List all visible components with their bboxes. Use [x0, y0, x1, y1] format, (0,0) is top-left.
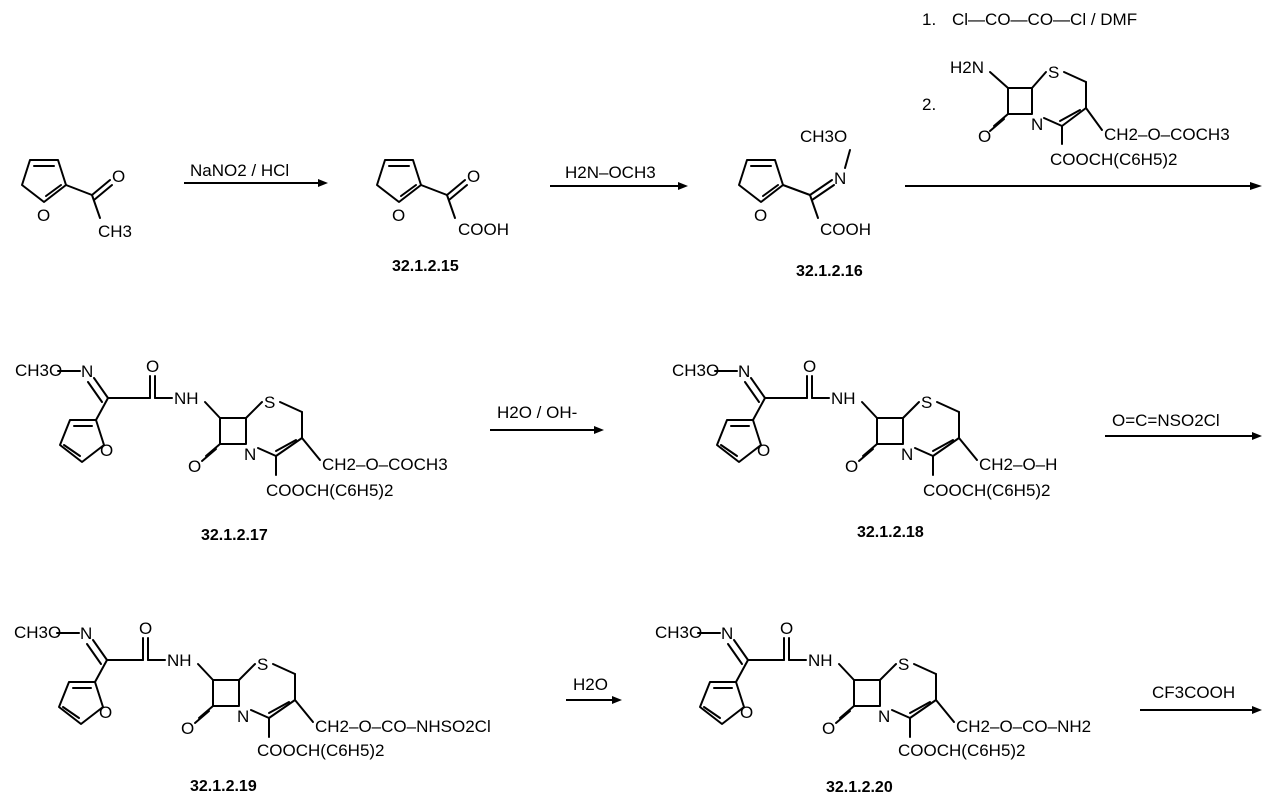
c17-och3: CH3O	[15, 361, 62, 380]
arrow-2: H2N–OCH3	[550, 163, 688, 190]
reagent-block-3: 1. Cl—CO—CO—Cl / DMF 2. H2N O S N CH2–O–…	[922, 10, 1230, 169]
c18-lactam-o: O	[845, 457, 858, 476]
c17-s: S	[264, 393, 275, 412]
compound-16-structure: N CH3O O COOH	[738, 127, 871, 239]
c17-amide-o: O	[146, 357, 159, 376]
c20-amide-o: O	[780, 619, 793, 638]
compound-label-20: 32.1.2.20	[826, 779, 893, 796]
amine-label: H2N	[950, 58, 984, 77]
compound-label-16: 32.1.2.16	[796, 263, 863, 280]
c17-side-chain: CH2–O–COCH3	[322, 455, 448, 474]
step-1-reagent: Cl—CO—CO—Cl / DMF	[952, 10, 1137, 29]
c19-nh: NH	[167, 651, 192, 670]
compound-label-15: 32.1.2.15	[392, 258, 459, 275]
c20-ester: COOCH(C6H5)2	[898, 741, 1026, 760]
c15-oxo: O	[467, 167, 480, 186]
c19-amide-o: O	[139, 619, 152, 638]
lactam-o: O	[978, 127, 991, 146]
c16-furan-o: O	[754, 206, 767, 225]
c17-nh: NH	[174, 389, 199, 408]
c16-n: N	[834, 169, 846, 188]
benzhydryl-ester: COOCH(C6H5)2	[1050, 150, 1178, 169]
arrow-6: H2O	[566, 675, 622, 704]
reagent-tfa: CF3COOH	[1152, 683, 1235, 702]
c16-och3: CH3O	[800, 127, 847, 146]
methyl-label: CH3	[98, 222, 132, 241]
c20-side-chain: CH2–O–CO–NH2	[956, 717, 1091, 736]
furan-o-label: O	[37, 206, 50, 225]
c18-ester: COOCH(C6H5)2	[923, 481, 1051, 500]
c19-n: N	[237, 707, 249, 726]
c18-furan-o: O	[757, 441, 770, 460]
c17-lactam-o: O	[188, 457, 201, 476]
arrow-5: O=C=NSO2Cl	[1105, 411, 1262, 440]
arrow-1: NaNO2 / HCl	[184, 161, 328, 187]
c18-och3: CH3O	[672, 361, 719, 380]
c19-lactam-o: O	[181, 719, 194, 738]
step-1-number: 1.	[922, 10, 936, 29]
compound-15-structure: O O COOH	[376, 159, 509, 239]
acetoxymethyl: CH2–O–COCH3	[1104, 125, 1230, 144]
arrow-7: CF3COOH	[1140, 683, 1262, 714]
reagent-nitrite: NaNO2 / HCl	[190, 161, 289, 180]
c17-oxime-n: N	[81, 362, 93, 381]
acetylfuran-structure: O O CH3	[21, 159, 132, 241]
c18-oxime-n: N	[738, 362, 750, 381]
c17-n: N	[244, 445, 256, 464]
compound-label-18: 32.1.2.18	[857, 524, 924, 541]
c20-lactam-o: O	[822, 719, 835, 738]
c20-och3: CH3O	[655, 623, 702, 642]
c20-furan-o: O	[740, 703, 753, 722]
c19-side-chain: CH2–O–CO–NHSO2Cl	[315, 717, 491, 736]
c15-furan-o: O	[392, 206, 405, 225]
c15-cooh: COOH	[458, 220, 509, 239]
ring-s: S	[1048, 63, 1059, 82]
c18-nh: NH	[831, 389, 856, 408]
c19-furan-o: O	[99, 703, 112, 722]
compound-20-structure: CH3O N O NH O O S N CH2–O–CO–NH2 COOCH(C…	[655, 619, 1091, 760]
c19-och3: CH3O	[14, 623, 61, 642]
compound-19-structure: CH3O N O NH O O S N CH2–O–CO–NHSO2Cl COO…	[14, 619, 491, 760]
reagent-csi: O=C=NSO2Cl	[1112, 411, 1220, 430]
c18-amide-o: O	[803, 357, 816, 376]
c19-ester: COOCH(C6H5)2	[257, 741, 385, 760]
compound-label-19: 32.1.2.19	[190, 778, 257, 795]
c16-cooh: COOH	[820, 220, 871, 239]
step-2-number: 2.	[922, 95, 936, 114]
ring-n: N	[1031, 115, 1043, 134]
c20-oxime-n: N	[721, 624, 733, 643]
c18-side-chain: CH2–O–H	[979, 455, 1057, 474]
compound-18-structure: CH3O N O NH O O S N CH2–O–H COOCH(C6H5)2	[672, 357, 1057, 500]
c18-n: N	[901, 445, 913, 464]
c17-ester: COOCH(C6H5)2	[266, 481, 394, 500]
compound-label-17: 32.1.2.17	[201, 527, 268, 544]
reagent-hydrolysis: H2O / OH-	[497, 403, 577, 422]
c20-n: N	[878, 707, 890, 726]
c20-nh: NH	[808, 651, 833, 670]
oxo-label: O	[112, 167, 125, 186]
c20-s: S	[898, 655, 909, 674]
arrow-4: H2O / OH-	[490, 403, 604, 434]
compound-17-structure: CH3O N O NH O O S N CH2–O–COCH3 COOCH(C6…	[15, 357, 448, 500]
c18-s: S	[921, 393, 932, 412]
reagent-water: H2O	[573, 675, 608, 694]
c17-furan-o: O	[100, 441, 113, 460]
arrow-3	[905, 182, 1262, 190]
c19-s: S	[257, 655, 268, 674]
reagent-methoxyamine: H2N–OCH3	[565, 163, 656, 182]
c19-oxime-n: N	[80, 624, 92, 643]
